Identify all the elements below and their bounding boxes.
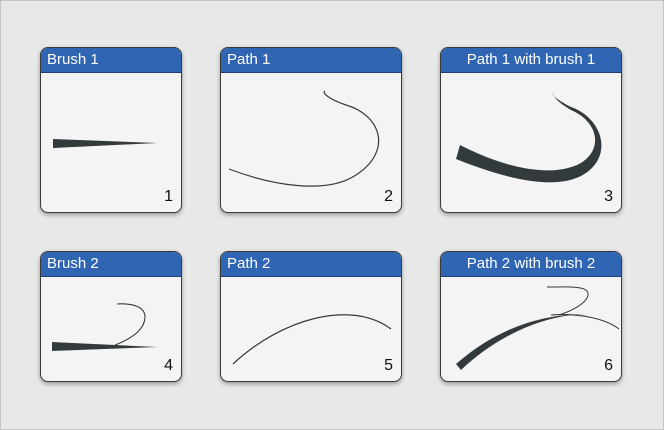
card-title: Brush 1 [41,48,181,73]
brush-2-drawing [52,303,157,351]
card-brush-2: Brush 2 4 [40,251,182,382]
card-canvas: 4 [41,277,181,381]
path-1-with-brush-1-drawing [456,93,602,183]
card-title: Path 2 [221,252,401,277]
card-number: 3 [604,188,613,205]
card-path-2-with-brush-2: Path 2 with brush 2 6 [440,251,622,382]
path-2-with-brush-2-drawing [456,286,620,370]
card-path-1: Path 1 2 [220,47,402,213]
card-number: 1 [164,188,173,205]
path-2-drawing [232,314,392,365]
card-number: 5 [384,357,393,374]
card-title: Path 2 with brush 2 [441,252,621,277]
card-canvas: 3 [441,73,621,212]
card-canvas: 5 [221,277,401,381]
card-title: Path 1 [221,48,401,73]
card-canvas: 6 [441,277,621,381]
card-number: 4 [164,357,173,374]
brush-2-hook [114,303,146,346]
brush-2-bar [52,342,157,351]
card-canvas: 1 [41,73,181,212]
card-title: Brush 2 [41,252,181,277]
brushed-path-2-shape [456,313,591,370]
card-canvas: 2 [221,73,401,212]
path-1-curve [228,90,380,187]
brush-1-shape [53,139,157,148]
card-title: Path 1 with brush 1 [441,48,621,73]
brush-1-drawing [53,139,157,148]
card-path-2: Path 2 5 [220,251,402,382]
card-number: 2 [384,188,393,205]
card-brush-1: Brush 1 1 [40,47,182,213]
brushed-path-2-tail [550,314,620,330]
path-2-curve [232,314,392,365]
brushed-path-1-shape [456,93,602,183]
card-number: 6 [604,357,613,374]
card-path-1-with-brush-1: Path 1 with brush 1 3 [440,47,622,213]
brushed-path-2-hook [546,286,589,316]
path-1-drawing [228,90,380,187]
